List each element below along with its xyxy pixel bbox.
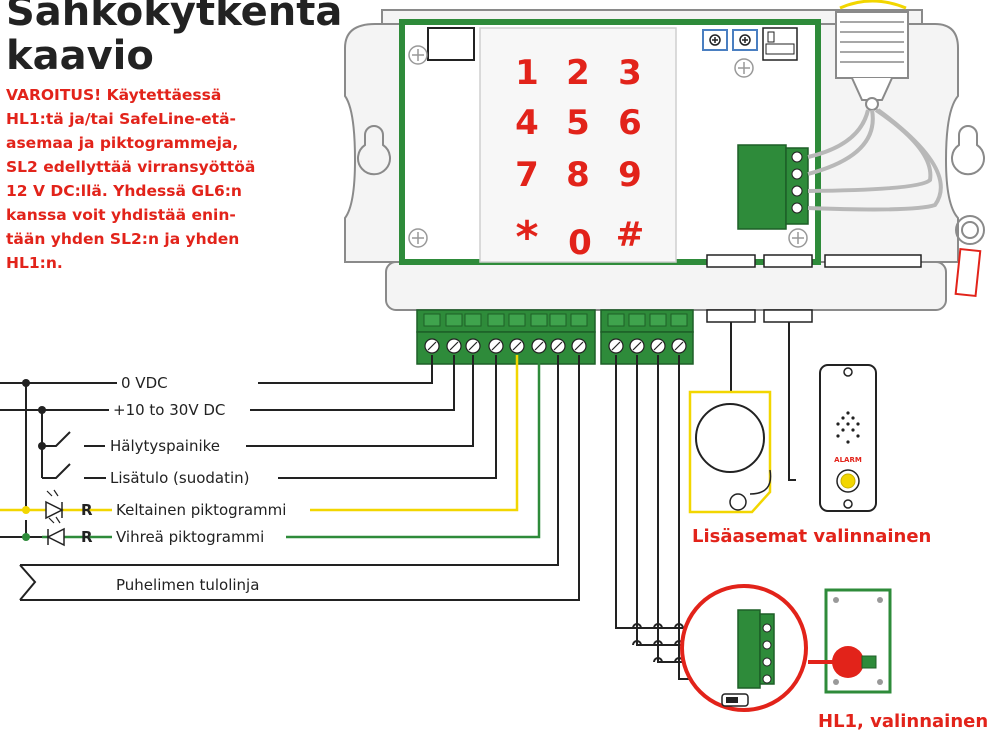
terminal-tab bbox=[628, 313, 646, 327]
key-3: 3 bbox=[618, 53, 642, 93]
terminal-tab bbox=[607, 313, 625, 327]
warning-line: HL1:tä ja/tai SafeLine-etä- bbox=[6, 110, 236, 128]
key-9: 9 bbox=[618, 155, 642, 195]
warning-line: asemaa ja piktogrammeja, bbox=[6, 134, 239, 152]
title-line-2: kaavio bbox=[6, 33, 154, 79]
led-indicator-icon bbox=[46, 516, 65, 547]
terminal-block-right bbox=[600, 309, 694, 365]
screw-icon bbox=[408, 228, 428, 248]
terminal-tab bbox=[487, 313, 505, 327]
screw-slot bbox=[653, 341, 663, 351]
screw-slot bbox=[553, 341, 563, 351]
label-green-pictogram: Vihreä piktogrammi bbox=[116, 528, 264, 546]
terminal-tab bbox=[445, 313, 463, 327]
label-yellow-pictogram: Keltainen piktogrammi bbox=[116, 501, 286, 519]
key-star: * bbox=[515, 212, 538, 263]
terminal-tab bbox=[670, 313, 688, 327]
screw-slot bbox=[449, 341, 459, 351]
warning-line: kanssa voit yhdistää enin- bbox=[6, 206, 236, 224]
terminal-tab bbox=[530, 313, 548, 327]
key-5: 5 bbox=[566, 103, 590, 143]
warning-line: SL2 edellyttää virransyöttöä bbox=[6, 158, 256, 176]
warning-line: VAROITUS! Käytettäessä bbox=[6, 86, 222, 104]
terminal-tab bbox=[464, 313, 482, 327]
screw-icon bbox=[408, 45, 428, 65]
terminal-tab bbox=[423, 313, 441, 327]
terminal-tab bbox=[549, 313, 567, 327]
screw-slot bbox=[427, 341, 437, 351]
speaker-grille-icon bbox=[836, 411, 860, 444]
screw-terminals bbox=[423, 313, 688, 354]
label-0vdc: 0 VDC bbox=[121, 374, 168, 392]
label-alarm-button: Hälytyspainike bbox=[110, 437, 220, 455]
hl1-unit bbox=[808, 588, 892, 694]
screw-icon bbox=[788, 228, 808, 248]
screw-slot bbox=[534, 341, 544, 351]
left-wiring bbox=[0, 355, 580, 601]
key-2: 2 bbox=[566, 53, 590, 93]
screw-slot bbox=[491, 341, 501, 351]
screw-icon bbox=[734, 58, 754, 78]
extra-station-alarm: ALARM bbox=[819, 364, 877, 512]
warning-line: HL1:n. bbox=[6, 254, 63, 272]
warning-line: 12 V DC:llä. Yhdessä GL6:n bbox=[6, 182, 242, 200]
warning-text: VAROITUS! Käytettäessä HL1:tä ja/tai Saf… bbox=[6, 83, 318, 275]
hl1-caption: HL1, valinnainen bbox=[818, 711, 988, 732]
key-6: 6 bbox=[618, 103, 642, 143]
resistor-label: R bbox=[81, 501, 93, 519]
terminal-block-left bbox=[416, 309, 596, 365]
key-7: 7 bbox=[515, 155, 539, 195]
label-extra-input: Lisätulo (suodatin) bbox=[110, 469, 250, 487]
keypad: 1 2 3 4 5 6 7 8 9 * 0 # bbox=[479, 27, 677, 263]
screw-slot bbox=[611, 341, 621, 351]
key-hash: # bbox=[616, 215, 645, 255]
label-supply: +10 to 30V DC bbox=[113, 401, 225, 419]
hl1-connector-detail bbox=[680, 584, 808, 712]
warning-line: tään yhden SL2:n ja yhden bbox=[6, 230, 240, 248]
key-8: 8 bbox=[566, 155, 590, 195]
terminal-tab bbox=[570, 313, 588, 327]
key-4: 4 bbox=[515, 103, 539, 143]
terminal-tab bbox=[649, 313, 667, 327]
key-1: 1 bbox=[515, 53, 539, 93]
screw-slot bbox=[574, 341, 584, 351]
terminal-tab bbox=[508, 313, 526, 327]
key-0: 0 bbox=[568, 223, 592, 263]
led-indicator-icon bbox=[45, 489, 64, 520]
label-phone-line: Puhelimen tulolinja bbox=[116, 576, 259, 594]
wire-junctions bbox=[22, 379, 46, 541]
screw-slot bbox=[512, 341, 522, 351]
stations-caption: Lisäasemat valinnainen bbox=[692, 526, 931, 547]
resistor-label: R bbox=[81, 528, 93, 546]
screw-slot bbox=[468, 341, 478, 351]
screw-slot bbox=[674, 341, 684, 351]
screw-slot bbox=[632, 341, 642, 351]
extra-station-speaker bbox=[688, 390, 772, 514]
diagram-title: Sähkökytkentä kaavio bbox=[6, 0, 342, 78]
alarm-label: ALARM bbox=[834, 456, 862, 464]
microphone-unit bbox=[807, 0, 943, 212]
title-line-1: Sähkökytkentä bbox=[6, 0, 343, 35]
